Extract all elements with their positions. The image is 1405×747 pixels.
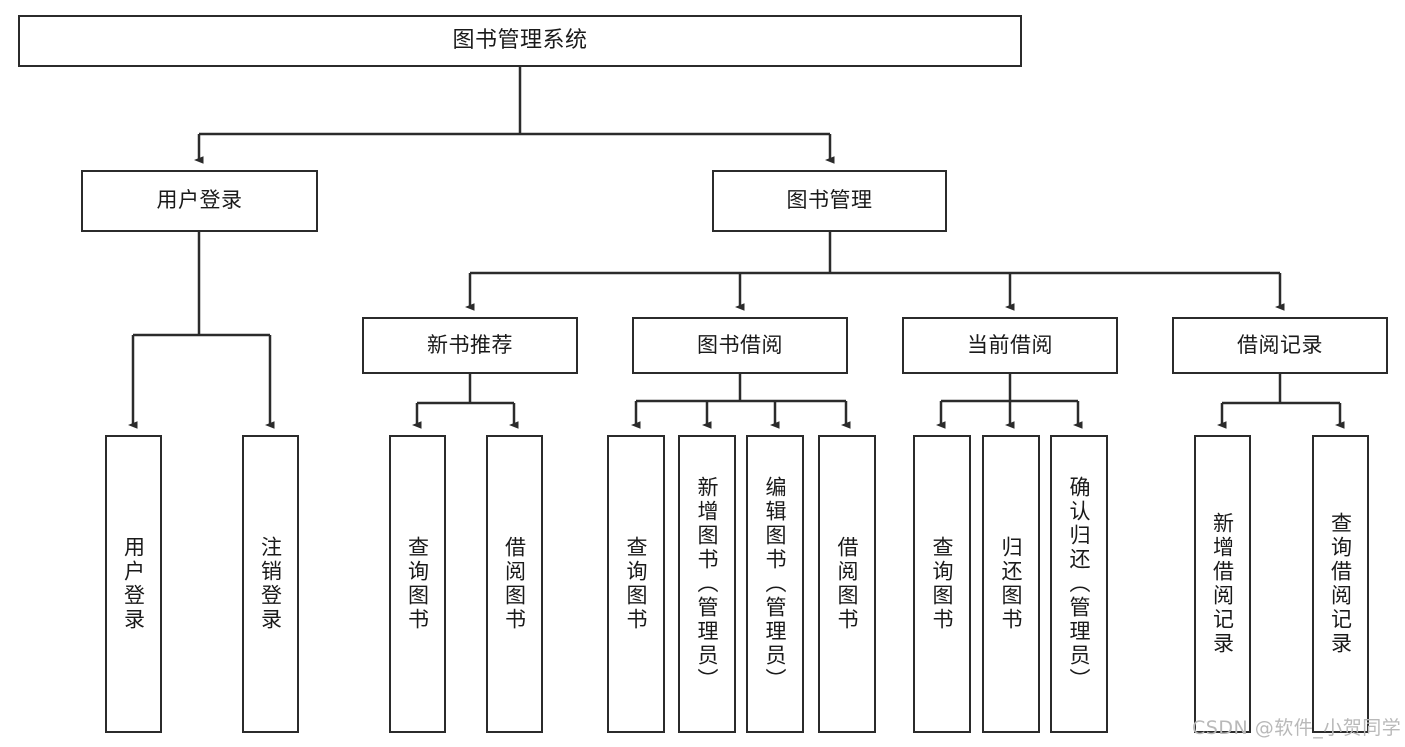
- node-label: 图书借阅: [697, 332, 783, 357]
- node-label: 编辑图书（管理员）: [763, 476, 788, 692]
- leaf-borrow-add-book-admin[interactable]: 新增图书（管理员）: [678, 435, 736, 733]
- node-label: 查询借阅记录: [1328, 512, 1353, 656]
- node-label: 新增借阅记录: [1210, 512, 1235, 656]
- leaf-current-return-book[interactable]: 归还图书: [982, 435, 1040, 733]
- leaf-borrow-edit-book-admin[interactable]: 编辑图书（管理员）: [746, 435, 804, 733]
- node-label: 借阅记录: [1237, 332, 1323, 357]
- node-current-borrow[interactable]: 当前借阅: [902, 317, 1118, 374]
- node-label: 查询图书: [930, 536, 955, 632]
- node-label: 查询图书: [624, 536, 649, 632]
- node-user-login[interactable]: 用户登录: [81, 170, 318, 232]
- node-label: 查询图书: [405, 536, 430, 632]
- node-label: 归还图书: [999, 536, 1024, 632]
- node-label: 用户登录: [156, 188, 243, 213]
- csdn-watermark: CSDN @软件_小贺同学: [1192, 717, 1402, 739]
- node-label: 当前借阅: [967, 332, 1053, 357]
- node-label: 图书管理: [786, 188, 873, 213]
- leaf-borrow-query-book[interactable]: 查询图书: [607, 435, 665, 733]
- leaf-current-query-book[interactable]: 查询图书: [913, 435, 971, 733]
- node-new-book-recommend[interactable]: 新书推荐: [362, 317, 578, 374]
- node-label: 新增图书（管理员）: [695, 476, 720, 692]
- node-label: 确认归还（管理员）: [1067, 476, 1092, 692]
- leaf-user-login-logout[interactable]: 注销登录: [242, 435, 299, 733]
- leaf-borrow-borrow-book[interactable]: 借阅图书: [818, 435, 876, 733]
- node-borrow-records[interactable]: 借阅记录: [1172, 317, 1388, 374]
- leaf-records-add-record[interactable]: 新增借阅记录: [1194, 435, 1251, 733]
- node-label: 图书管理系统: [452, 27, 588, 53]
- node-label: 借阅图书: [502, 536, 527, 632]
- node-label: 借阅图书: [835, 536, 860, 632]
- leaf-new-book-query[interactable]: 查询图书: [389, 435, 446, 733]
- leaf-user-login-login[interactable]: 用户登录: [105, 435, 162, 733]
- node-book-borrow[interactable]: 图书借阅: [632, 317, 848, 374]
- leaf-records-query-record[interactable]: 查询借阅记录: [1312, 435, 1369, 733]
- node-book-management[interactable]: 图书管理: [712, 170, 947, 232]
- leaf-new-book-borrow[interactable]: 借阅图书: [486, 435, 543, 733]
- leaf-current-confirm-return-admin[interactable]: 确认归还（管理员）: [1050, 435, 1108, 733]
- node-label: 新书推荐: [427, 332, 513, 357]
- node-label: 注销登录: [258, 536, 283, 632]
- node-label: 用户登录: [121, 536, 146, 632]
- node-root-system[interactable]: 图书管理系统: [18, 15, 1022, 67]
